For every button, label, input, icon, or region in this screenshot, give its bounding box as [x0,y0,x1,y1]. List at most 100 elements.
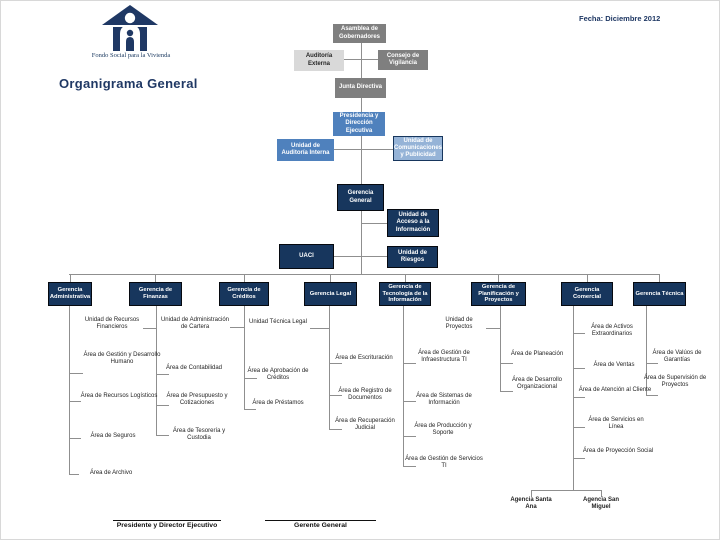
connector [230,327,244,328]
area-label: Área de Planeación [510,351,564,357]
connector [403,306,404,466]
agency-label: Agencia San Miguel [582,497,619,511]
box-gerencia-tecnologia: Gerencia de Tecnología de la Información [379,282,431,306]
connector [403,466,416,467]
connector [329,306,330,430]
connector [69,306,70,474]
connector [601,490,602,497]
connector [69,373,83,374]
connector [156,374,169,375]
connector [486,328,500,329]
connector [646,306,647,395]
connector [69,401,81,402]
connector [329,395,342,396]
area-label: Área de Sistemas de Información [416,393,472,407]
connector [361,211,362,274]
box-gerencia-creditos: Gerencia de Créditos [219,282,269,306]
area-label: Área de Activos Extraordinarios [591,324,633,338]
logo-caption: Fondo Social para la Vivienda [91,52,171,59]
connector [330,274,331,282]
area-label: Área de Registro de Documentos [338,388,392,402]
area-label: Área de Atención al Cliente [578,387,652,393]
area-label: Área de Presupuesto y Cotizaciones [166,393,228,407]
connector [500,363,513,364]
area-label: Área de Proyección Social [582,448,654,454]
connector [405,274,406,282]
box-unidad-acceso-informacion: Unidad de Acceso a la Información [387,209,439,237]
fecha-label: Fecha: Diciembre 2012 [579,14,661,23]
connector [573,427,585,428]
box-gerencia-planificacion: Gerencia de Planificación y Proyectos [471,282,526,306]
connector [244,306,245,409]
connector [531,490,601,491]
connector [573,458,585,459]
box-gerencia-legal: Gerencia Legal [304,282,357,306]
agency-label: Agencia Santa Ana [510,497,552,511]
connector [498,274,499,282]
area-label: Área de Gestión de Infraestructura TI [418,350,470,364]
connector [244,409,256,410]
connector [155,274,156,282]
connector [69,274,660,275]
area-label: Área de Tesorería y Custodia [172,428,226,442]
area-label: Área de Servicios en Línea [588,417,644,431]
area-label: Área de Producción y Soporte [414,423,472,437]
connector [500,391,513,392]
connector [531,490,532,497]
connector [361,223,387,224]
box-unidad-riesgos: Unidad de Riesgos [387,246,438,268]
connector [587,274,588,282]
connector [244,378,257,379]
connector [334,256,387,257]
area-label: Área de Escrituración [335,355,393,361]
connector [573,368,585,369]
area-label: Unidad de Proyectos [445,317,473,331]
connector [156,306,157,435]
connector [244,274,245,282]
connector [329,363,342,364]
connector [70,274,71,282]
connector [156,435,169,436]
box-presidencia: Presidencia y Dirección Ejecutiva [333,112,385,136]
box-uaci: UACI [279,244,334,269]
area-label: Área de Valúos de Garantías [652,350,702,364]
area-label: Área de Préstamos [252,400,304,406]
connector [143,328,156,329]
connector [403,436,416,437]
signature-label: Presidente y Director Ejecutivo [116,522,218,529]
connector [361,98,362,112]
box-consejo-vigilancia: Consejo de Vigilancia [378,50,428,70]
box-gerencia-finanzas: Gerencia de Finanzas [129,282,182,306]
connector [646,363,658,364]
box-gerencia-general: Gerencia General [337,184,384,211]
area-label: Área de Archivo [89,470,133,476]
area-label: Área de Aprobación de Créditos [247,368,309,382]
area-label: Área de Seguros [90,433,136,439]
area-label: Área de Supervisión de Proyectos [643,375,707,389]
signature-label: Gerente General [294,522,347,529]
connector [573,333,585,334]
box-auditoria-externa: Auditoría Externa [294,50,344,71]
connector [344,59,378,60]
connector [334,149,393,150]
connector [573,306,574,490]
connector [361,43,362,78]
signature-line [265,520,376,521]
connector [310,328,329,329]
area-label: Unidad de Administración de Cartera [160,317,230,331]
box-gerencia-administrativa: Gerencia Administrativa [48,282,92,306]
box-gerencia-comercial: Gerencia Comercial [561,282,613,306]
page-title: Organigrama General [59,76,198,91]
area-label: Área de Gestión y Desarrollo Humano [83,352,161,366]
connector [156,405,169,406]
box-unidad-comunicaciones: Unidad de Comunicaciones y Publicidad [393,136,443,161]
connector [403,363,416,364]
connector [329,429,342,430]
connector [361,136,362,184]
connector [69,474,79,475]
fsv-logo-icon [102,5,158,51]
box-junta-directiva: Junta Directiva [335,78,386,98]
area-label: Área de Contabilidad [165,365,223,371]
area-label: Área de Recursos Logísticos [80,393,158,399]
connector [573,397,585,398]
